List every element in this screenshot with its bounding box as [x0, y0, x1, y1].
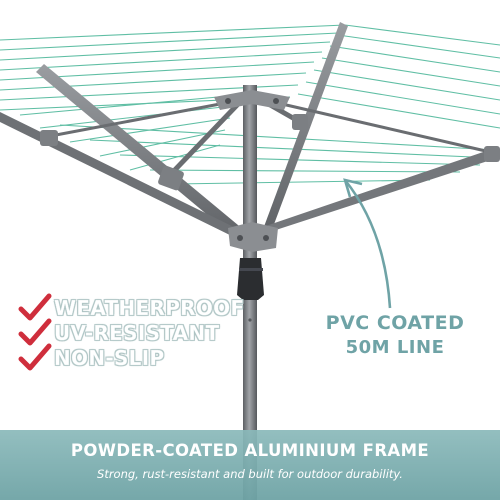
callout-arrowhead [343, 178, 363, 198]
callout-line-2: 50M LINE [345, 337, 445, 358]
feature-label: UV-RESISTANT [54, 321, 220, 345]
airer-pole [214, 85, 290, 500]
check-icon [18, 343, 52, 371]
check-icon [18, 318, 52, 346]
airer-arms [0, 22, 500, 242]
feature-label: NON-SLIP [54, 346, 165, 370]
check-icon [18, 293, 52, 321]
banner-subtitle: Strong, rust-resistant and built for out… [97, 467, 403, 481]
feature-weatherproof: WEATHERPROOF [18, 293, 244, 323]
callout-arrow [343, 179, 392, 309]
feature-uv-resistant: UV-RESISTANT [18, 318, 219, 348]
banner-title: POWDER-COATED ALUMINIUM FRAME [70, 441, 430, 460]
feature-label: WEATHERPROOF [54, 296, 245, 320]
bottom-banner: POWDER-COATED ALUMINIUM FRAME Strong, ru… [0, 430, 500, 500]
callout-line-1: PVC COATED [325, 312, 465, 334]
washing-lines [0, 24, 500, 185]
feature-non-slip: NON-SLIP [18, 343, 164, 373]
